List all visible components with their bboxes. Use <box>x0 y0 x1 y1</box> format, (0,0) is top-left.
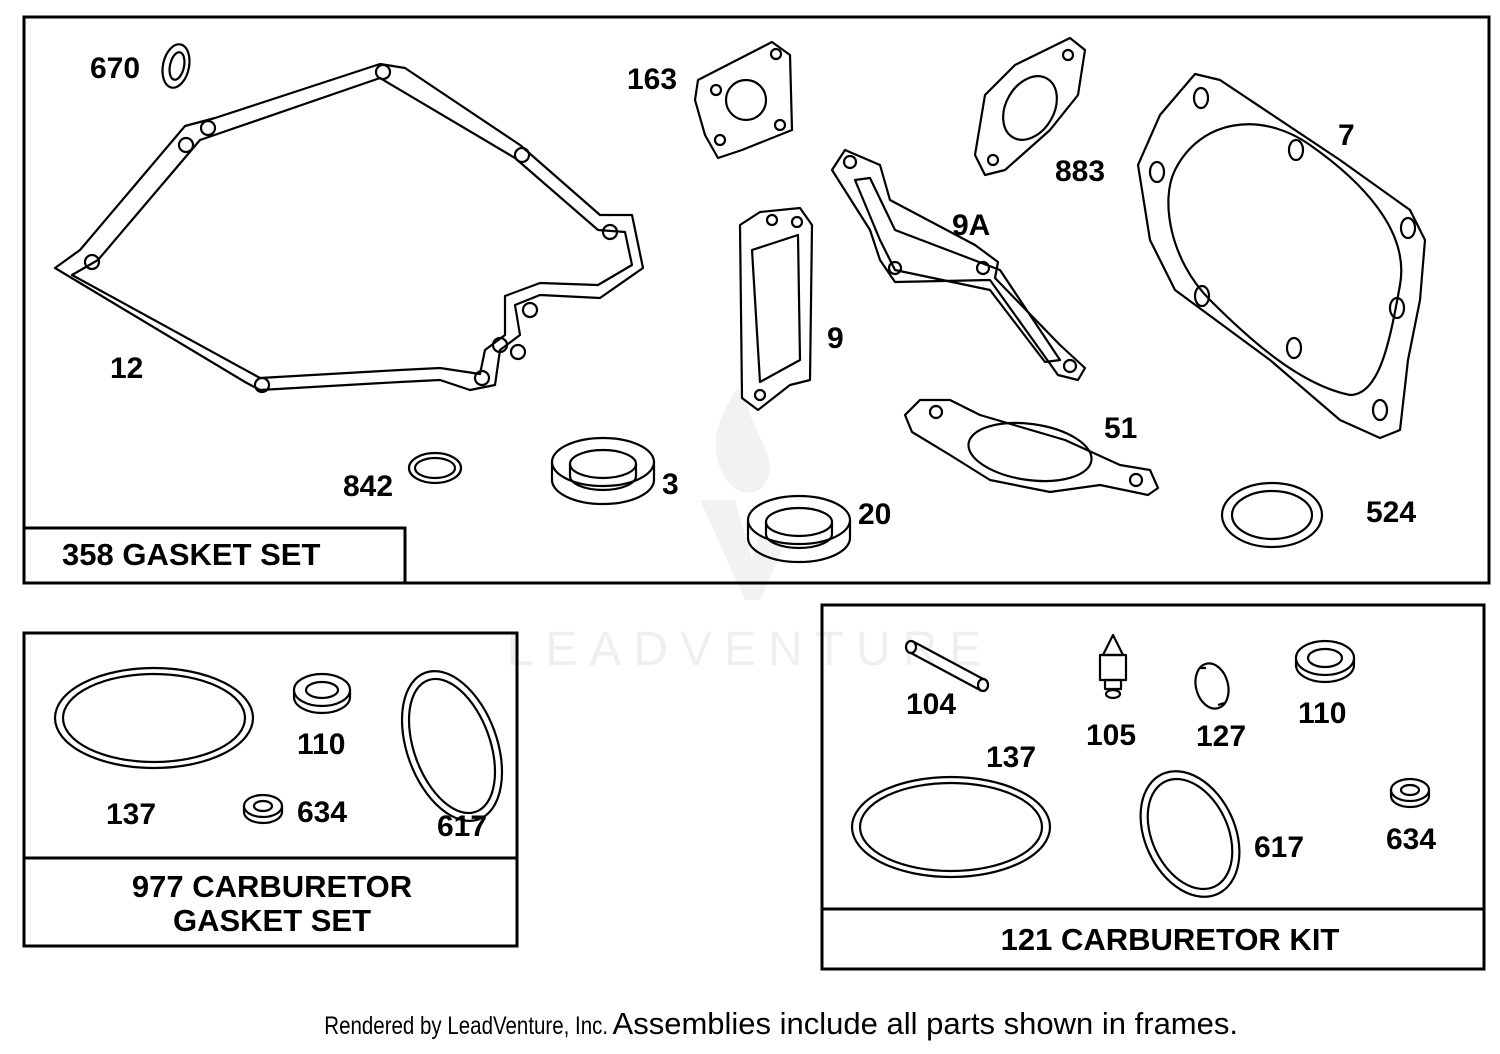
part-634-washer <box>242 793 284 825</box>
part-883-gasket <box>973 36 1087 177</box>
gasket-set-frame: 358 GASKET SET <box>22 15 1491 585</box>
part-9A-gasket <box>830 148 1087 382</box>
part-617-gasket <box>400 670 504 822</box>
label-51: 51 <box>1104 412 1137 445</box>
label-c110: 110 <box>297 728 345 761</box>
assemblies-note: Assemblies include all parts shown in fr… <box>612 1006 1238 1041</box>
label-670: 670 <box>90 52 140 85</box>
carb-kit-title: 121 CARBURETOR KIT <box>1001 922 1340 957</box>
label-k104: 104 <box>906 688 956 721</box>
label-c634: 634 <box>297 796 347 829</box>
rendered-by-text: Rendered by LeadVenture, Inc. <box>324 1012 609 1040</box>
watermark-text: LEADVENTURE <box>507 623 994 676</box>
carb-gasket-set-title-line2: GASKET SET <box>173 903 371 938</box>
label-k137: 137 <box>986 741 1036 774</box>
part-110-washer-kit <box>1294 639 1356 684</box>
label-k617: 617 <box>1254 831 1304 864</box>
part-51-gasket <box>903 398 1160 497</box>
part-7-head-gasket <box>1136 72 1427 440</box>
label-842: 842 <box>343 470 393 503</box>
label-20: 20 <box>858 498 891 531</box>
label-12: 12 <box>110 352 143 385</box>
label-k110: 110 <box>1298 697 1346 730</box>
part-137-bowl-gasket-kit <box>850 775 1052 879</box>
part-617-gasket-kit <box>1139 770 1241 898</box>
part-110-washer <box>292 672 352 715</box>
leadventure-watermark: LEADVENTURE <box>507 388 994 676</box>
label-3: 3 <box>662 468 679 501</box>
label-7: 7 <box>1338 119 1355 152</box>
part-3-oil-seal <box>550 436 656 506</box>
carb-kit-frame: 121 CARBURETOR KIT <box>820 603 1486 971</box>
part-20-oil-seal <box>746 494 852 564</box>
part-137-bowl-gasket <box>53 666 255 770</box>
carb-gasket-set-title-line1: 977 CARBURETOR <box>132 869 412 904</box>
carb-gasket-set-frame: 977 CARBURETOR GASKET SET <box>22 631 519 948</box>
label-c137: 137 <box>106 798 156 831</box>
part-127-plug <box>1194 662 1230 710</box>
label-163: 163 <box>627 63 677 96</box>
label-k634: 634 <box>1386 823 1436 856</box>
label-c617: 617 <box>437 810 487 843</box>
part-104-pin <box>904 639 990 693</box>
part-105-needle <box>1098 633 1128 700</box>
part-634-washer-kit <box>1389 777 1431 809</box>
part-842-ring <box>407 451 463 485</box>
part-524-ring <box>1220 481 1324 549</box>
footer: Rendered by LeadVenture, Inc. Assemblies… <box>0 1006 1500 1042</box>
label-9: 9 <box>827 322 844 355</box>
label-9A: 9A <box>952 209 990 242</box>
part-12-crankcase-gasket <box>53 62 645 394</box>
part-9-gasket <box>738 206 814 412</box>
part-163-gasket <box>693 40 794 160</box>
gasket-set-title: 358 GASKET SET <box>62 537 320 572</box>
label-k105: 105 <box>1086 719 1136 752</box>
label-524: 524 <box>1366 496 1416 529</box>
part-670-washer <box>161 43 191 89</box>
label-k127: 127 <box>1196 720 1246 753</box>
label-883: 883 <box>1055 155 1105 188</box>
